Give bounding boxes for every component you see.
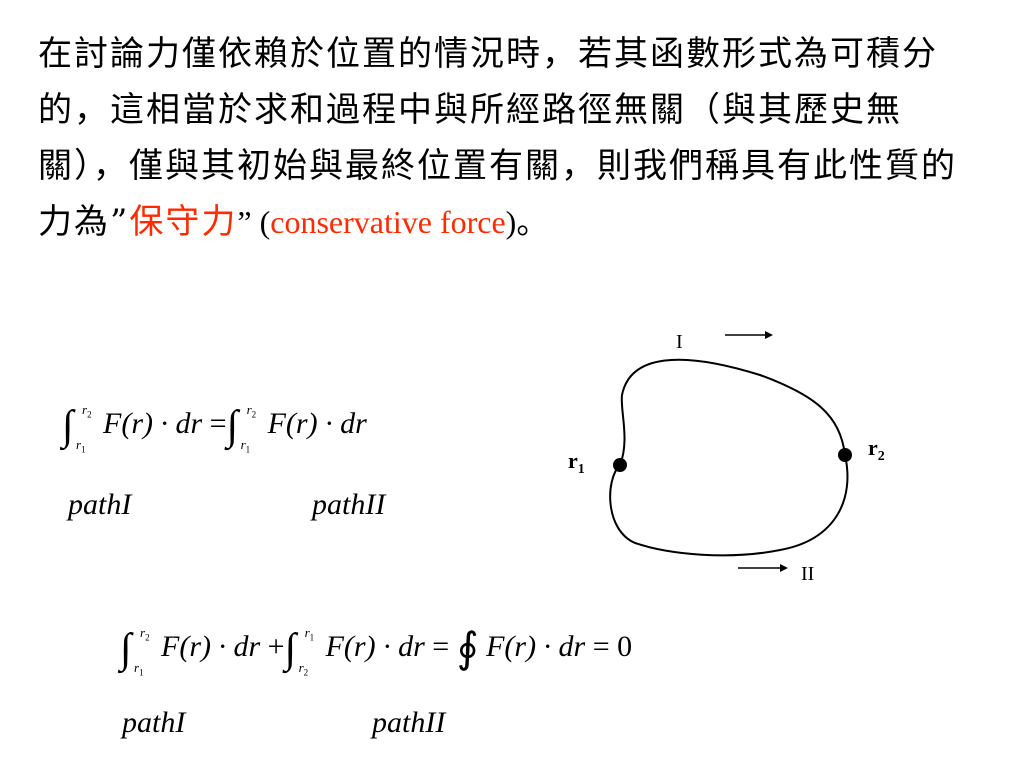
integrand-left: F(r) · dr bbox=[103, 406, 203, 440]
point-r1 bbox=[613, 458, 627, 472]
point-r2 bbox=[838, 448, 852, 462]
conservative-force-chinese: 保守力 bbox=[129, 202, 238, 242]
path-label-bottom: II bbox=[801, 563, 814, 585]
result-zero: 0 bbox=[617, 629, 633, 663]
conservative-force-english: conservative force bbox=[270, 204, 506, 240]
path-label-4: pathII bbox=[372, 706, 446, 739]
arrow-top-head bbox=[765, 331, 773, 339]
equals-sign: = bbox=[209, 406, 227, 440]
path-label-1: pathI bbox=[68, 488, 132, 521]
paragraph-text-3: )。 bbox=[505, 204, 549, 240]
intro-paragraph: 在討論力僅依賴於位置的情況時，若其函數形式為可積分的，這相當於求和過程中與所經路… bbox=[38, 26, 978, 250]
integrand-right: F(r) · dr bbox=[267, 406, 367, 440]
path-label-top: I bbox=[676, 331, 683, 353]
paragraph-text-1: 在討論力僅依賴於位置的情況時，若其函數形式為可積分的，這相當於求和過程中與所經路… bbox=[38, 34, 957, 242]
closed-path-diagram: r1 r2 I II bbox=[568, 331, 885, 585]
contour-integral-sign: ∮ bbox=[456, 626, 479, 672]
path-label-3: pathI bbox=[122, 706, 186, 739]
path-label-2: pathII bbox=[312, 488, 386, 521]
label-r1: r1 bbox=[568, 448, 585, 477]
closed-path-curve bbox=[609, 358, 849, 557]
arrow-bottom-head bbox=[780, 564, 788, 572]
label-r2: r2 bbox=[868, 435, 885, 464]
paragraph-text-2: ” ( bbox=[237, 204, 271, 240]
